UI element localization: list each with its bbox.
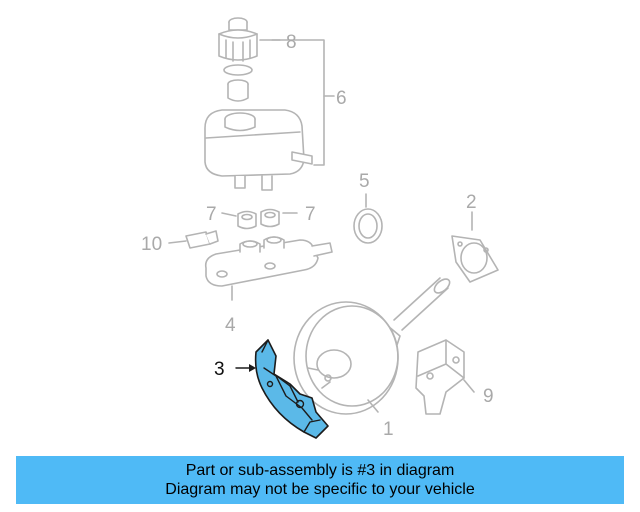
callout-9: 9 [483, 386, 494, 407]
banner-line-disclaimer: Diagram may not be specific to your vehi… [165, 481, 475, 498]
info-banner: Part or sub-assembly is #3 in diagram Di… [16, 456, 624, 504]
gasket-part-2 [451, 211, 499, 283]
callout-3: 3 [214, 359, 225, 380]
callout-5: 5 [359, 171, 370, 192]
grommet-part-7-right [260, 208, 280, 228]
callout-7-left: 7 [206, 204, 217, 225]
callout-4: 4 [225, 315, 236, 336]
master-cylinder-part-4 [204, 236, 333, 301]
brake-booster-part-1 [293, 277, 451, 415]
reservoir-strainer [227, 79, 249, 102]
callout-2: 2 [466, 192, 477, 213]
fluid-reservoir-part-6 [204, 109, 313, 191]
heat-shield-part-3 [254, 339, 329, 439]
callout-bracket-6 [271, 39, 325, 166]
callout-6: 6 [336, 88, 347, 109]
reservoir-cap-part-8 [218, 17, 258, 62]
cap-seal-ring [223, 64, 253, 76]
callout-10: 10 [141, 234, 162, 255]
callout-1: 1 [383, 419, 394, 440]
mounting-bracket-part-9 [415, 339, 475, 415]
grommet-part-7-left [237, 210, 257, 230]
parts-diagram: 8 6 5 2 7 7 10 4 3 9 1 [141, 17, 499, 440]
callout-7-right: 7 [305, 204, 316, 225]
banner-line-part-number: Part or sub-assembly is #3 in diagram [185, 462, 455, 479]
sensor-part-10 [168, 230, 219, 249]
callout-8: 8 [286, 32, 297, 53]
